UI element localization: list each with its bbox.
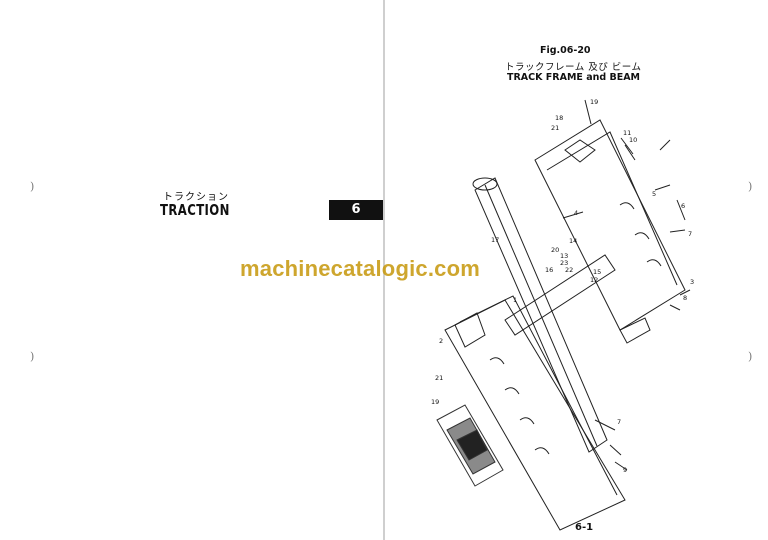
callout-17: 17	[491, 236, 499, 244]
bolts	[562, 99, 686, 221]
callout-1: 1	[513, 296, 517, 304]
callout-7: 7	[688, 230, 692, 238]
callout-21b: 21	[435, 374, 443, 382]
lower-frame-boss	[454, 312, 486, 348]
margin-mark: )	[30, 350, 35, 363]
callout-5: 5	[652, 190, 656, 198]
figure-title-japanese: トラックフレーム 及び ビーム	[505, 62, 642, 73]
callout-6: 6	[681, 202, 685, 210]
section-title-japanese: トラクション	[163, 192, 229, 203]
margin-mark: )	[30, 180, 35, 193]
callout-18: 18	[555, 114, 563, 122]
callout-23: 23	[560, 259, 568, 267]
callout-10: 10	[629, 136, 637, 144]
upper-roller-scallops	[619, 202, 662, 267]
callout-22: 22	[565, 266, 573, 274]
lower-frame-edge	[459, 295, 618, 496]
page-gutter	[383, 0, 385, 540]
watermark-text: machinecatalogic.com	[240, 256, 480, 281]
callout-11: 11	[623, 129, 631, 137]
upper-frame-outline	[534, 119, 686, 331]
margin-mark: )	[748, 180, 753, 193]
beam-outline	[474, 177, 608, 453]
beam-centerline	[484, 184, 598, 447]
callout-16: 16	[545, 266, 553, 274]
callout-12: 12	[590, 276, 598, 284]
callout-7b: 7	[617, 418, 621, 426]
callout-13: 13	[560, 252, 568, 260]
figure-number: Fig.06-20	[540, 45, 591, 56]
figure-title: TRACK FRAME and BEAM	[507, 72, 641, 83]
leader-lines	[594, 137, 691, 471]
roller-scallops	[489, 357, 550, 455]
upper-frame-boss	[564, 139, 596, 163]
callout-19b: 19	[431, 398, 439, 406]
upper-frame-edge	[546, 131, 678, 286]
callout-8: 8	[683, 294, 687, 302]
tractor-inset-icon	[436, 404, 504, 487]
callout-9: 9	[623, 466, 627, 474]
right-page: Fig.06-20 トラックフレーム 及び ビーム TRACK FRAME an…	[385, 0, 768, 540]
beam-end-cap	[472, 177, 498, 191]
callout-15: 15	[593, 268, 601, 276]
callout-20: 20	[551, 246, 559, 254]
page-number: 6-1	[575, 522, 594, 533]
callout-4: 4	[574, 209, 578, 217]
callout-2: 2	[439, 337, 443, 345]
section-number-tab: 6	[329, 200, 383, 220]
lower-frame-outline	[444, 299, 626, 531]
track-frame-exploded-diagram: 19 18 21 11 10 5 6 7 4 14 20 13 23 22 15…	[431, 98, 694, 531]
cross-member	[504, 254, 616, 336]
left-page: ) ) トラクション TRACTION 6	[0, 0, 383, 540]
upper-frame-foot	[619, 317, 651, 344]
callout-14: 14	[569, 237, 577, 245]
section-title: TRACTION	[160, 201, 230, 219]
callout-21: 21	[551, 124, 559, 132]
callout-3: 3	[690, 278, 694, 286]
callout-19: 19	[590, 98, 598, 106]
margin-mark: )	[748, 350, 753, 363]
